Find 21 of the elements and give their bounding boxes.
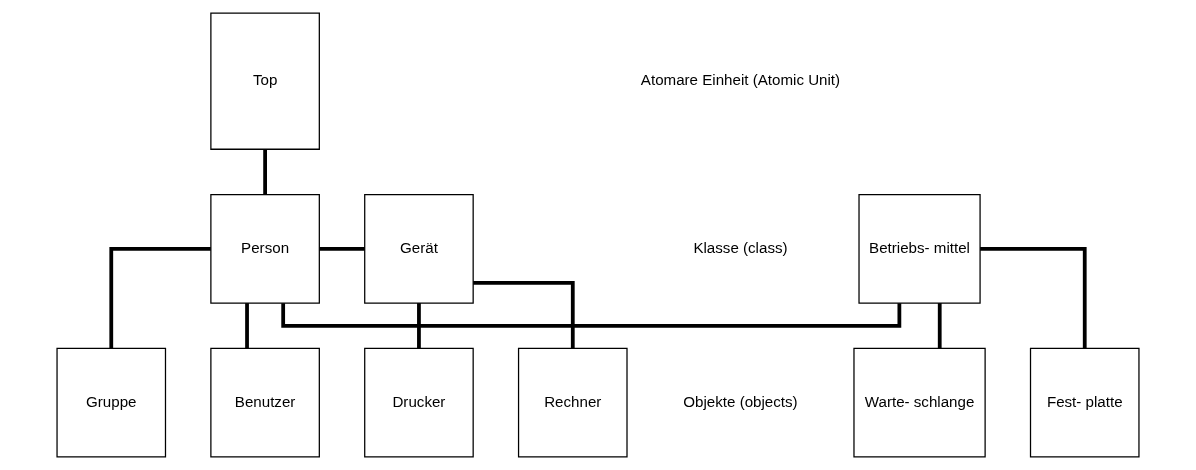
node-box: Person bbox=[210, 194, 320, 304]
node-box: Rechner bbox=[517, 347, 628, 458]
label: Klasse (class) bbox=[693, 238, 788, 256]
label: Atomare Einheit (Atomic Unit) bbox=[640, 71, 841, 89]
node-box: Fest- platte bbox=[1029, 347, 1140, 458]
node-box: Betriebs- mittel bbox=[858, 194, 981, 304]
connector bbox=[109, 247, 211, 349]
node-box: Benutzer bbox=[210, 347, 320, 458]
connector bbox=[319, 247, 365, 251]
connector bbox=[980, 247, 1087, 349]
connector bbox=[473, 281, 575, 349]
connector bbox=[417, 303, 421, 349]
node-box: Gerät bbox=[364, 194, 474, 304]
connector bbox=[263, 149, 267, 195]
node-box: Drucker bbox=[364, 347, 474, 458]
node-box: Warte- schlange bbox=[853, 347, 986, 458]
node-box: Top bbox=[210, 12, 320, 150]
connector bbox=[937, 303, 942, 349]
node-box: Gruppe bbox=[56, 347, 167, 458]
label: Objekte (objects) bbox=[683, 392, 798, 410]
connector bbox=[245, 303, 249, 349]
